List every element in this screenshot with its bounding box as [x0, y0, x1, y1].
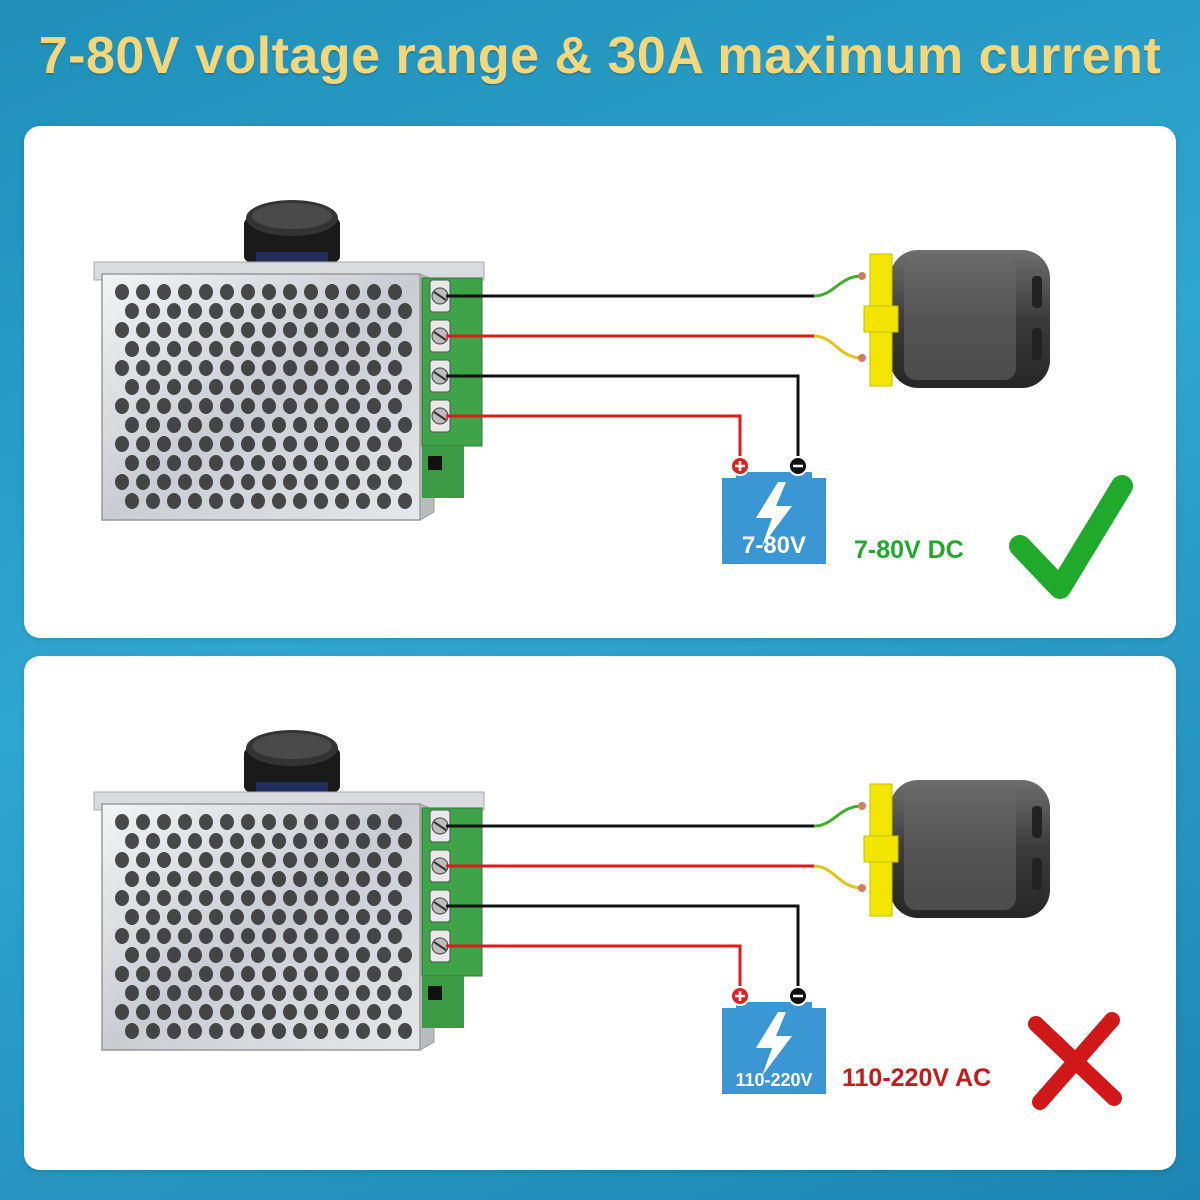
wires: [446, 274, 863, 462]
vent-holes: [115, 284, 412, 509]
minus-icon: [788, 986, 808, 1006]
screw-terminal: [429, 359, 451, 393]
correct-wiring-panel: 7-80V 7-80V DC: [24, 126, 1176, 638]
minus-icon: [788, 456, 808, 476]
wiring-diagram: [93, 200, 1133, 599]
screw-terminal: [429, 319, 451, 353]
knob-icon: [244, 200, 340, 262]
screw-terminal: [429, 279, 451, 313]
terminal-block-icon: [421, 807, 483, 1028]
battery-voltage-label: 7-80V: [741, 532, 807, 559]
cross-icon: [1028, 1012, 1122, 1110]
screw-terminal: [429, 889, 451, 923]
knob-icon: [244, 730, 340, 792]
wires: [446, 804, 863, 992]
motor-icon: [858, 250, 1050, 388]
screw-terminal: [429, 809, 451, 843]
incorrect-wiring-panel: 110-220V 110-220V AC: [24, 656, 1176, 1170]
lightning-icon: [756, 482, 792, 546]
lightning-icon: [756, 1012, 792, 1076]
headline: 7-80V voltage range & 30A maximum curren…: [38, 27, 1162, 85]
plus-icon: [730, 456, 750, 476]
supply-voltage-label: 7-80V DC: [854, 536, 964, 564]
screw-terminal: [429, 929, 451, 963]
supply-voltage-label: 110-220V AC: [842, 1064, 992, 1092]
motor-icon: [858, 780, 1050, 918]
screw-terminal: [429, 399, 451, 433]
battery-icon: [722, 456, 826, 564]
wiring-diagram: [93, 730, 1122, 1110]
terminal-block-icon: [421, 277, 483, 498]
battery-voltage-label: 110-220V: [735, 1070, 813, 1090]
plus-icon: [730, 986, 750, 1006]
vent-holes: [115, 814, 412, 1039]
checkmark-icon: [1009, 475, 1133, 599]
battery-icon: [722, 986, 826, 1094]
